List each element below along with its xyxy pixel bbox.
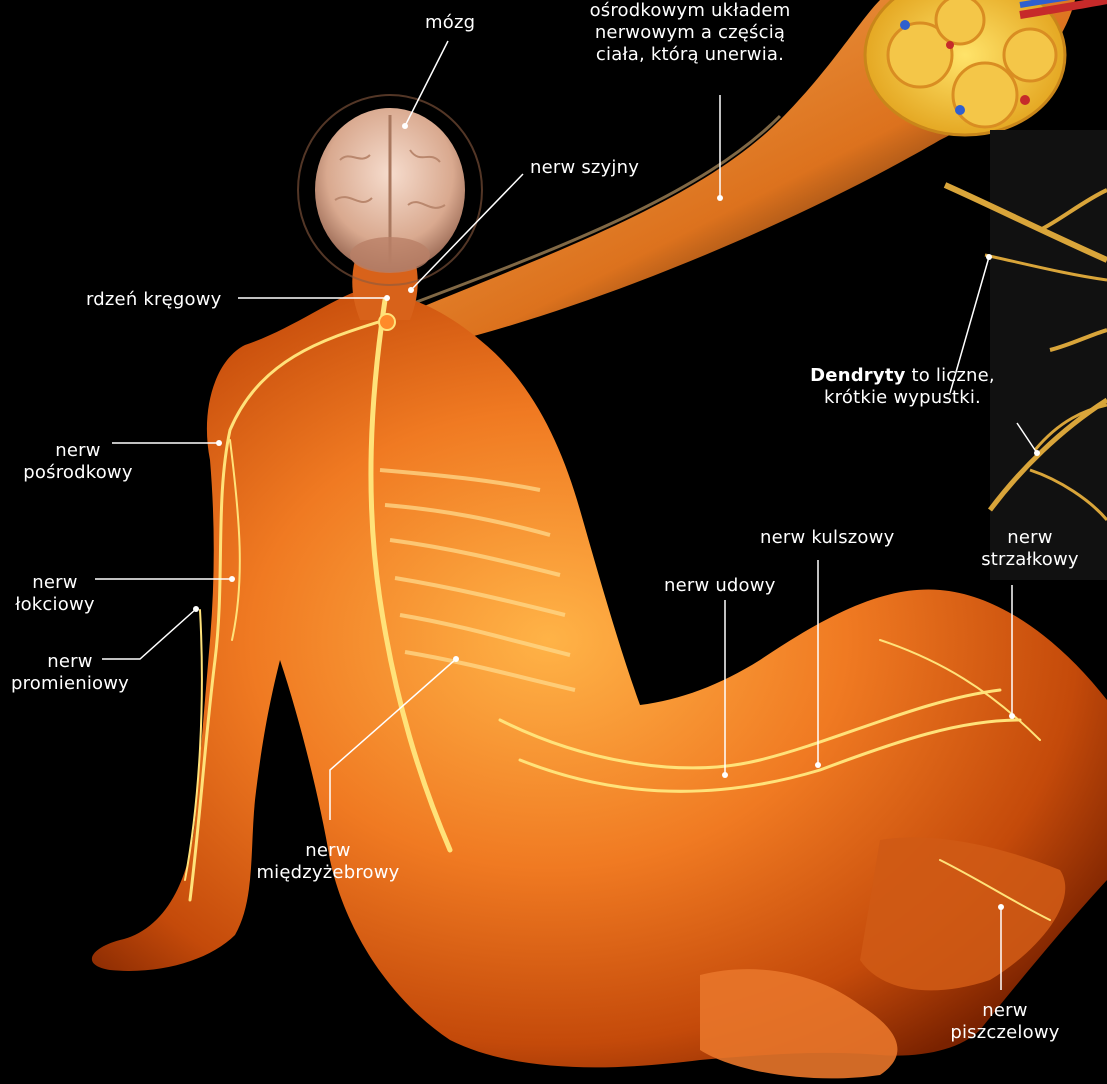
label-intercostal-nerve: nerw międzyżebrowy — [243, 840, 413, 884]
label-peroneal-nerve: nerw strzałkowy — [960, 527, 1100, 571]
label-nerve-intro: ośrodkowym układem nerwowym a częścią ci… — [570, 0, 810, 66]
brain — [298, 95, 482, 285]
label-cervical-nerve: nerw szyjny — [530, 157, 639, 179]
label-spinal-cord: rdzeń kręgowy — [86, 289, 221, 311]
label-radial-nerve: nerw promieniowy — [0, 651, 140, 695]
label-dendrites-bold: Dendryty — [810, 365, 905, 386]
label-ulnar-nerve: nerw łokciowy — [0, 572, 110, 616]
nerve-cross-section — [865, 0, 1107, 135]
dendrite-panel — [945, 130, 1107, 580]
label-dendrites: Dendryty to liczne, krótkie wypustki. — [795, 365, 1010, 409]
label-sciatic-nerve: nerw kulszowy — [760, 527, 894, 549]
label-median-nerve: nerw pośrodkowy — [8, 440, 148, 484]
spinal-marker — [379, 314, 395, 330]
label-tibial-nerve: nerw piszczelowy — [940, 1000, 1070, 1044]
label-brain: mózg — [425, 12, 475, 34]
label-femoral-nerve: nerw udowy — [664, 575, 776, 597]
